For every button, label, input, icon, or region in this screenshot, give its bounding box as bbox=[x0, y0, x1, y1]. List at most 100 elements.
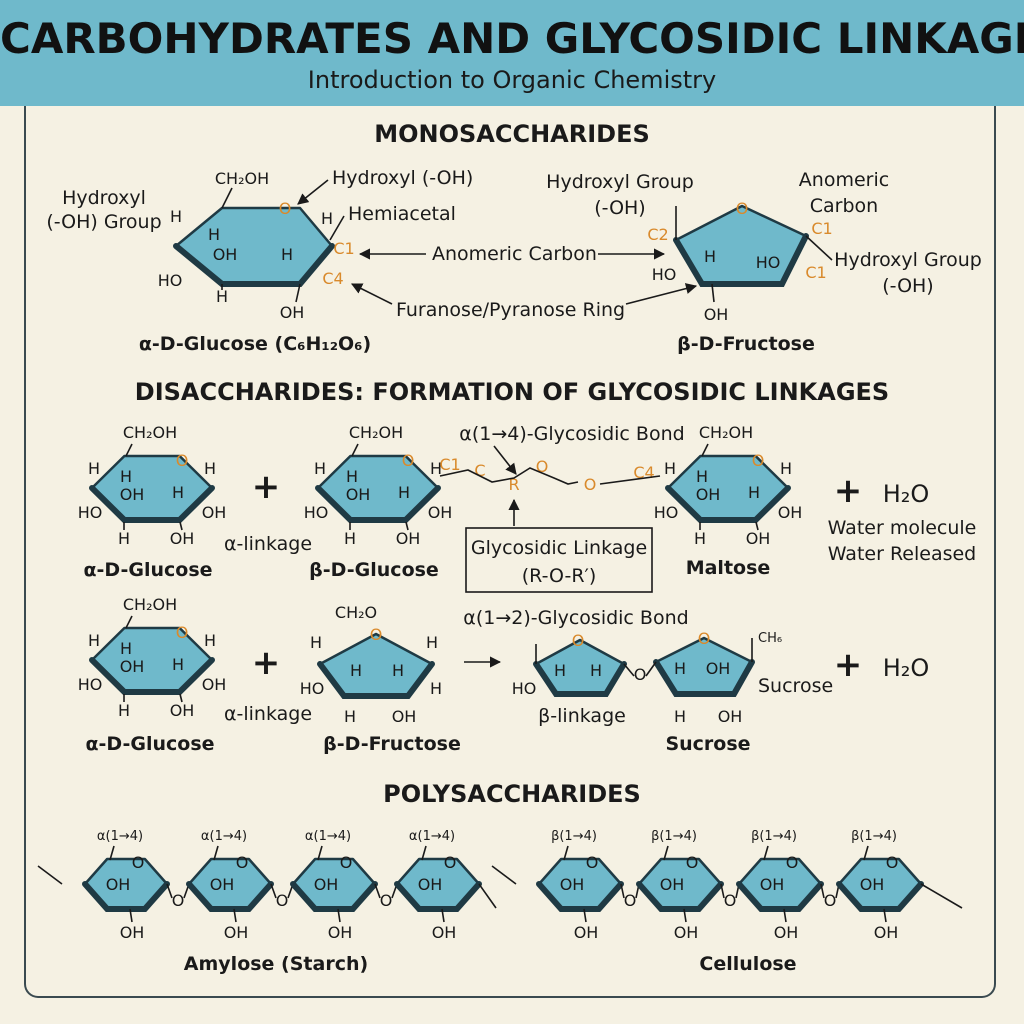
maltose-unit-ho: HO bbox=[654, 503, 679, 522]
content-frame bbox=[24, 106, 996, 998]
maltose-name: Maltose bbox=[686, 557, 771, 579]
sucrose-bridge-o: O bbox=[634, 665, 647, 684]
row1-glucose-a-h-right: H bbox=[204, 459, 216, 478]
row2-alpha-linkage: α-linkage bbox=[224, 703, 312, 725]
sucrose-o2: O bbox=[698, 629, 711, 648]
glucose-h-inner2: H bbox=[281, 245, 293, 264]
ring-label: Furanose/Pyranose Ring bbox=[396, 299, 625, 321]
fructose-ho-inner: HO bbox=[756, 253, 781, 272]
row2-glucose-name: α-D-Glucose bbox=[85, 733, 214, 755]
amylose-ring-oh-3: OH bbox=[314, 875, 339, 894]
sucrose-ring-2 bbox=[653, 636, 755, 697]
cellulose-ring-o-4: O bbox=[886, 853, 899, 872]
row2-glucose-ring bbox=[89, 626, 215, 695]
cellulose-bottom-oh-1: OH bbox=[574, 923, 599, 942]
row1-r: R bbox=[508, 475, 519, 494]
row2-fructose-name: β-D-Fructose bbox=[323, 733, 461, 755]
amylose-ring-o-4: O bbox=[444, 853, 457, 872]
row1-glucose-b-h-inner1: H bbox=[346, 467, 358, 486]
row2-glucose-oh-inner: OH bbox=[120, 657, 145, 676]
sucrose-h-bottom: H bbox=[674, 707, 686, 726]
row2-glucose-h-inner1: H bbox=[120, 639, 132, 658]
cellulose-link-label-3: β(1→4) bbox=[751, 829, 797, 844]
row1-glucose-b-ring bbox=[315, 454, 441, 523]
cellulose-ring-oh-3: OH bbox=[760, 875, 785, 894]
cellulose-link-label-4: β(1→4) bbox=[851, 829, 897, 844]
maltose-unit-h-left: H bbox=[664, 459, 676, 478]
row1-glucose-b-oh-right: OH bbox=[428, 503, 453, 522]
fructose-c2: C2 bbox=[647, 225, 668, 244]
fructose-c1-right: C1 bbox=[805, 263, 826, 282]
cellulose-bottom-oh-4: OH bbox=[874, 923, 899, 942]
row1-glucose-b-o: O bbox=[402, 451, 415, 470]
glucose-hydroxyl-label: Hydroxyl (-OH) bbox=[332, 167, 473, 189]
row2-glucose-h-inner2: H bbox=[172, 655, 184, 674]
maltose-unit-ch2oh: CH₂OH bbox=[699, 423, 753, 442]
glucose-c1: C1 bbox=[333, 239, 354, 258]
glucose-ring bbox=[173, 206, 335, 287]
row1-glucose-b-h-left: H bbox=[314, 459, 326, 478]
cellulose-link-label-1: β(1→4) bbox=[551, 829, 597, 844]
amylose-bottom-oh-4: OH bbox=[432, 923, 457, 942]
fructose-h-inner: H bbox=[704, 247, 716, 266]
cellulose-ring-4 bbox=[836, 857, 924, 912]
monosaccharides-heading: MONOSACCHARIDES bbox=[374, 120, 650, 148]
page-title: CARBOHYDRATES AND GLYCOSIDIC LINKAGES bbox=[0, 14, 1024, 63]
glucose-hydroxyl-group-label: Hydroxyl(-OH) Group bbox=[46, 187, 161, 233]
row2-glucose-oh-right: OH bbox=[202, 675, 227, 694]
row1-plus-2: + bbox=[834, 471, 863, 511]
sucrose-h1: H bbox=[554, 661, 566, 680]
row1-glucose-a-name: α-D-Glucose bbox=[83, 559, 212, 581]
row1-glucose-a-ch2oh: CH₂OH bbox=[123, 423, 177, 442]
row2-fructose-ch2o: CH₂O bbox=[335, 603, 377, 622]
row2-glucose-oh-bottom: OH bbox=[170, 701, 195, 720]
row2-fructose-oh-bottom: OH bbox=[392, 707, 417, 726]
row2-fructose-h-inner1: H bbox=[350, 661, 362, 680]
sucrose-oh: OH bbox=[706, 659, 731, 678]
amylose-bridge-o-1: O bbox=[172, 891, 185, 910]
page-subtitle: Introduction to Organic Chemistry bbox=[307, 66, 717, 94]
amylose-bottom-oh-3: OH bbox=[328, 923, 353, 942]
row1-glucose-a-ring bbox=[89, 454, 215, 523]
row2-plus-2: + bbox=[834, 645, 863, 685]
row2-fructose-h-left: H bbox=[310, 633, 322, 652]
row1-bond-label: α(1→4)-Glycosidic Bond bbox=[459, 423, 684, 445]
fructose-ho-left: HO bbox=[652, 265, 677, 284]
row1-plus-1: + bbox=[252, 467, 281, 507]
cellulose-bridge-o-3: O bbox=[824, 891, 837, 910]
maltose-unit-h-inner1: H bbox=[696, 467, 708, 486]
sucrose-o1: O bbox=[572, 631, 585, 650]
row2-glucose-o: O bbox=[176, 623, 189, 642]
row2-glucose-ch2oh: CH₂OH bbox=[123, 595, 177, 614]
amylose-link-label-3: α(1→4) bbox=[305, 829, 351, 844]
maltose-unit-oh-right: OH bbox=[778, 503, 803, 522]
amylose-ring-3 bbox=[290, 857, 378, 912]
fructose-hydroxyl-group-right-label: Hydroxyl Group(-OH) bbox=[834, 249, 982, 297]
maltose-unit-h-right: H bbox=[780, 459, 792, 478]
row2-water: H₂O bbox=[883, 654, 930, 682]
amylose-link-label-4: α(1→4) bbox=[409, 829, 455, 844]
row2-fructose-o: O bbox=[370, 625, 383, 644]
row2-bond-label: α(1→2)-Glycosidic Bond bbox=[463, 607, 688, 629]
glucose-ho-left: HO bbox=[158, 271, 183, 290]
row2-glucose-h-right: H bbox=[204, 631, 216, 650]
row1-c: C bbox=[474, 461, 485, 480]
cellulose-link-label-2: β(1→4) bbox=[651, 829, 697, 844]
row2-plus-1: + bbox=[252, 643, 281, 683]
maltose-unit-o: O bbox=[752, 451, 765, 470]
amylose-link-label-2: α(1→4) bbox=[201, 829, 247, 844]
amylose-ring-2 bbox=[186, 857, 274, 912]
glucose-h-right: H bbox=[321, 209, 333, 228]
row1-glucose-a-oh-inner: OH bbox=[120, 485, 145, 504]
row1-glucose-b-h-bottom: H bbox=[344, 529, 356, 548]
row1-glucose-b-h-right: H bbox=[430, 459, 442, 478]
row2-fructose-ring bbox=[317, 632, 435, 699]
row2-fructose-h-bottom: H bbox=[344, 707, 356, 726]
glucose-oh-bottom: OH bbox=[280, 303, 305, 322]
maltose-unit-ring bbox=[665, 454, 791, 523]
polysaccharides-heading: POLYSACCHARIDES bbox=[383, 780, 641, 808]
cellulose-name: Cellulose bbox=[699, 953, 796, 975]
